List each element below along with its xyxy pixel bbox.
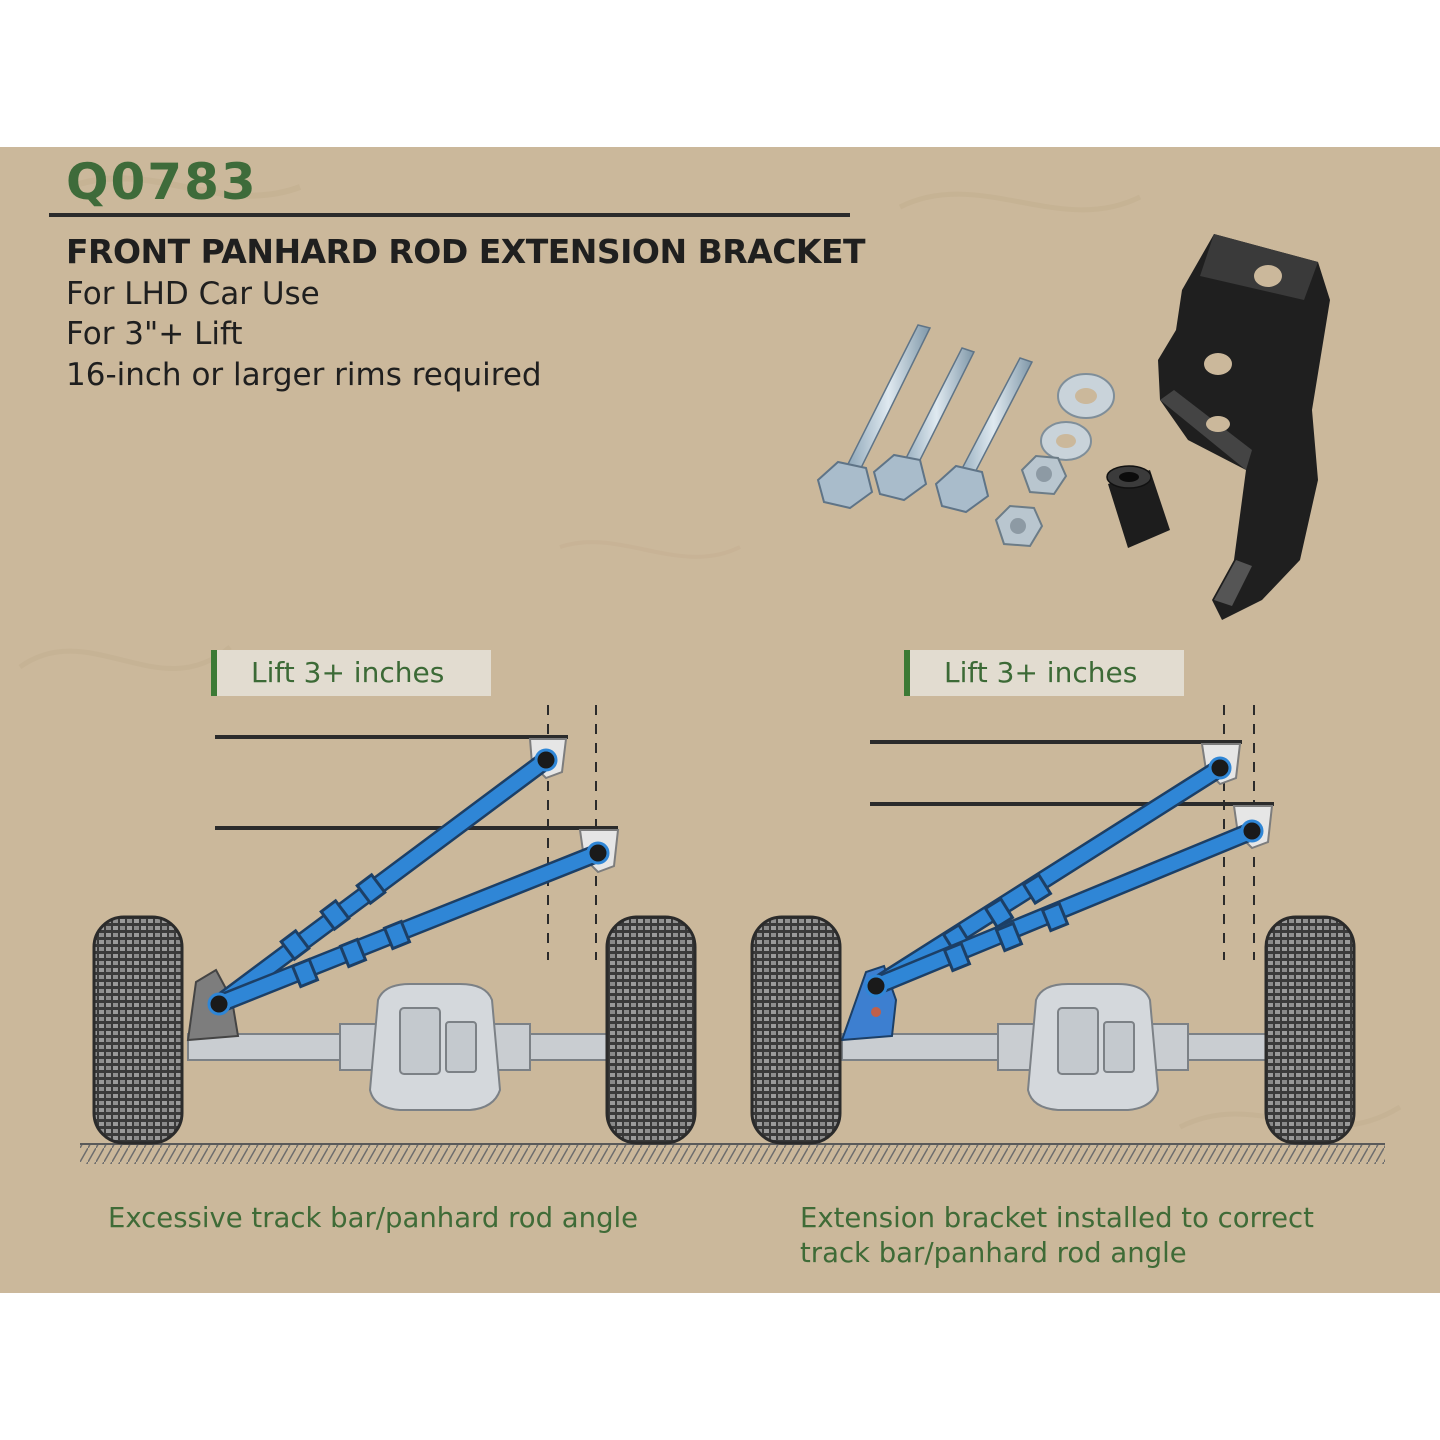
product-code: Q0783 [66,153,258,211]
panhard-rod-lifted-right [866,756,1232,996]
panhard-rod-stock-left [209,841,610,1014]
tire-left-driver [92,915,184,1145]
diagram-right [750,705,1356,1145]
differential-left [339,983,531,1111]
spec-lhd: For LHD Car Use [66,276,320,312]
caption-right-line-2: track bar/panhard rod angle [800,1237,1187,1269]
title-divider [49,213,850,217]
nut-1 [1020,454,1068,496]
caption-left: Excessive track bar/panhard rod angle [108,1202,639,1234]
spec-lift: For 3"+ Lift [66,316,243,352]
tire-left-passenger [605,915,697,1145]
lift-label-left: Lift 3+ inches [211,650,491,696]
caption-right-line-1: Extension bracket installed to correct [800,1202,1314,1234]
lift-label-right: Lift 3+ inches [904,650,1184,696]
panhard-rod-corrected-right [866,819,1264,996]
hardware-kit-photo [816,234,1330,620]
tire-right-driver [750,915,842,1145]
differential-right [997,983,1189,1111]
tire-right-passenger [1264,915,1356,1145]
diagram-left [92,705,697,1145]
washer-1 [1057,373,1115,419]
spacer-sleeve [1106,465,1170,548]
bolt-1 [816,324,932,510]
spec-rims: 16-inch or larger rims required [66,357,542,393]
bolt-3 [934,357,1034,514]
extension-bracket [1158,234,1330,620]
washer-2 [1040,421,1092,461]
bolt-2 [872,347,976,502]
nut-2 [994,504,1044,548]
caption-right: Extension bracket installed to correct t… [800,1201,1314,1271]
axle-pivot-left [207,992,231,1016]
axle-pivot-right [864,974,888,998]
ground-line [80,1143,1385,1164]
product-title: FRONT PANHARD ROD EXTENSION BRACKET [66,232,866,271]
panhard-rod-lifted-left [209,748,558,1014]
